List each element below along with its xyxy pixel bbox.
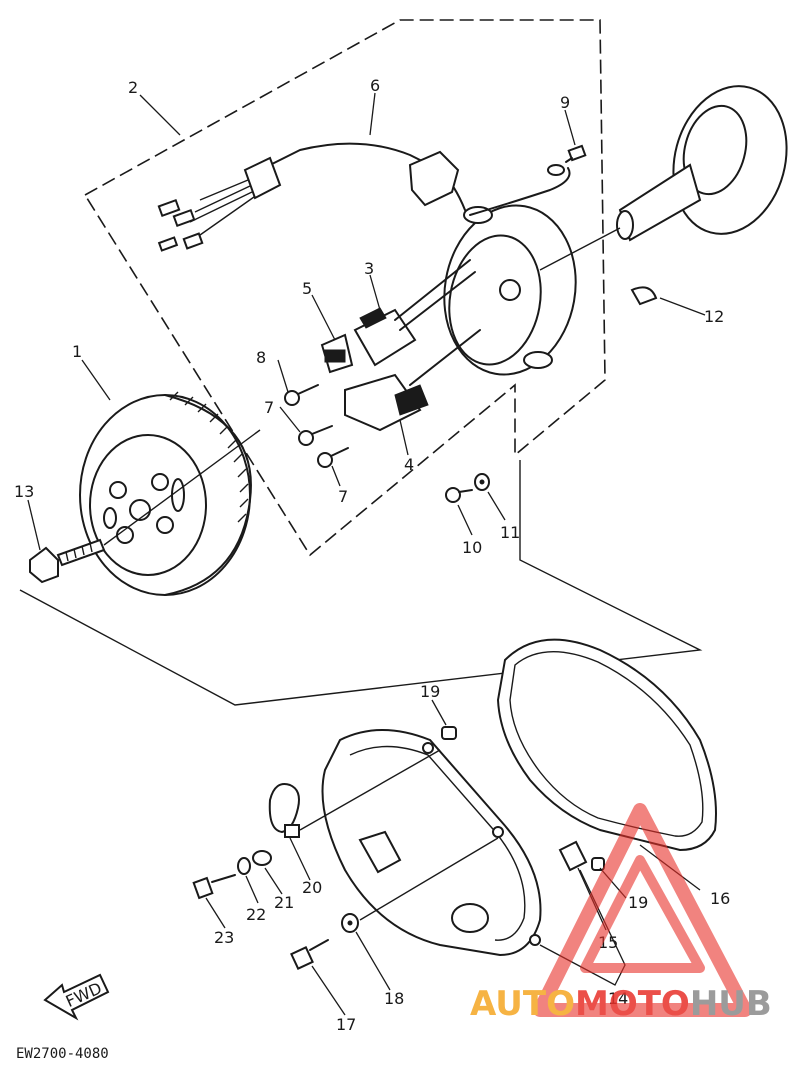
callout-3: 3 bbox=[364, 259, 374, 278]
callout-13: 13 bbox=[14, 482, 34, 501]
collar-21 bbox=[252, 850, 272, 866]
callout-16: 16 bbox=[710, 889, 730, 908]
bolt-23 bbox=[192, 874, 236, 900]
screw-8 bbox=[284, 384, 319, 406]
fwd-label: FWD bbox=[63, 978, 105, 1011]
stator-base-plate bbox=[443, 204, 577, 376]
callout-5: 5 bbox=[302, 279, 312, 298]
washer-11 bbox=[474, 473, 490, 491]
flywheel-bolt bbox=[29, 538, 106, 584]
callout-18: 18 bbox=[384, 989, 404, 1008]
watermark-text: AUTOMOTOHUB bbox=[470, 984, 772, 1024]
callout-7-lower: 7 bbox=[338, 487, 348, 506]
leader-lines bbox=[27, 92, 706, 1016]
watermark-triangle-icon bbox=[533, 803, 752, 1017]
washer-22 bbox=[237, 857, 251, 875]
dowel-pin-19-upper bbox=[441, 726, 457, 740]
callout-22: 22 bbox=[246, 905, 266, 924]
callout-6: 6 bbox=[370, 76, 380, 95]
callout-23: 23 bbox=[214, 928, 234, 947]
callout-2: 2 bbox=[128, 78, 138, 97]
callout-21: 21 bbox=[274, 893, 294, 912]
screw-7-upper bbox=[298, 425, 333, 446]
callout-20: 20 bbox=[302, 878, 322, 897]
callout-7-upper: 7 bbox=[264, 398, 274, 417]
pickup-coil bbox=[320, 333, 354, 374]
automotohub-watermark: AUTOMOTOHUB bbox=[470, 803, 772, 1024]
crankcase-boss bbox=[616, 85, 788, 242]
bolt-17 bbox=[290, 939, 329, 970]
callout-8: 8 bbox=[256, 348, 266, 367]
callout-1: 1 bbox=[72, 342, 82, 361]
flywheel-group-outline bbox=[19, 460, 703, 706]
screw-10 bbox=[445, 487, 473, 503]
callout-19-lower: 19 bbox=[628, 893, 648, 912]
callout-17: 17 bbox=[336, 1015, 356, 1034]
lighting-coil bbox=[344, 329, 481, 432]
cover-gasket bbox=[496, 638, 717, 852]
drawing-code: EW2700-4080 bbox=[16, 1046, 109, 1062]
stator-wire-harness bbox=[157, 142, 466, 252]
woodruff-key bbox=[630, 286, 658, 306]
screw-9 bbox=[565, 144, 587, 163]
screw-7-lower bbox=[317, 447, 349, 468]
ground-lead-wire bbox=[469, 167, 571, 216]
callout-12: 12 bbox=[704, 307, 724, 326]
dowel-pin-19-lower bbox=[591, 857, 605, 871]
callout-9: 9 bbox=[560, 93, 570, 112]
callout-19-upper: 19 bbox=[420, 682, 440, 701]
callout-11: 11 bbox=[500, 523, 520, 542]
clamp-20 bbox=[268, 783, 300, 838]
callout-10: 10 bbox=[462, 538, 482, 557]
assembly-group-outline bbox=[84, 19, 606, 557]
flywheel-rotor bbox=[79, 391, 252, 596]
washer-18 bbox=[341, 913, 359, 933]
callout-4: 4 bbox=[404, 455, 414, 474]
dowel-pin-15 bbox=[558, 840, 588, 872]
wire-grommet bbox=[408, 150, 460, 207]
charging-coil bbox=[353, 259, 476, 367]
forward-direction-arrow: FWD bbox=[43, 973, 110, 1021]
